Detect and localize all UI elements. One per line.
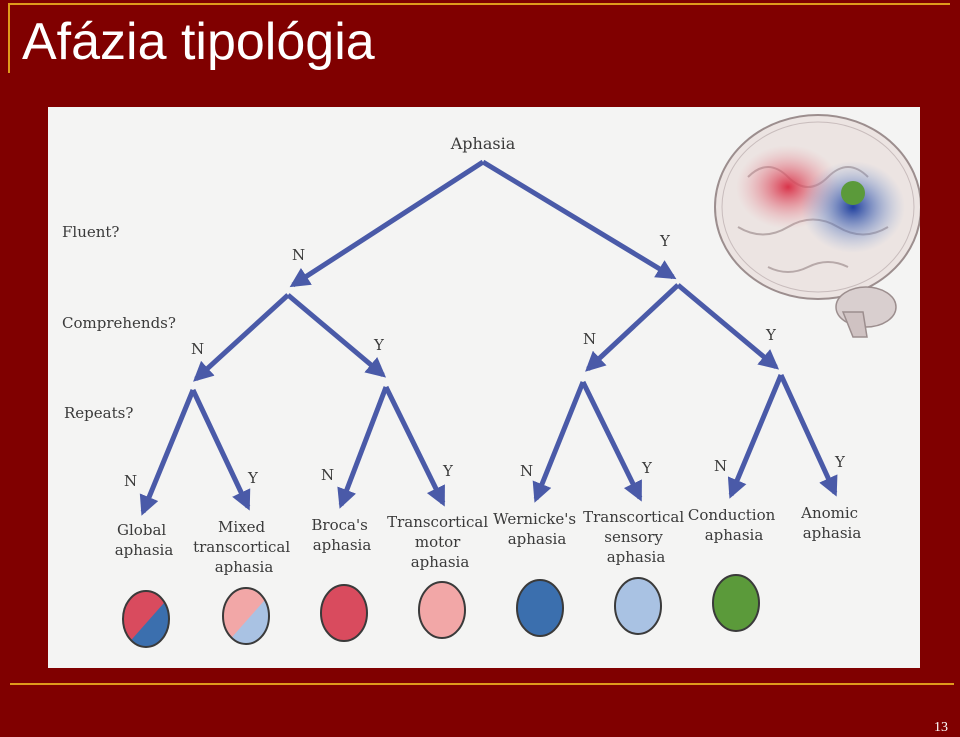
- circle-brocas: [320, 584, 368, 642]
- leaf-transcortical-motor: Transcortical motor aphasia: [387, 513, 493, 571]
- branch-label-y: Y: [373, 336, 385, 354]
- circle-conduction: [712, 574, 760, 632]
- branch-labels: N Y N Y N Y N Y N Y N Y N Y: [124, 232, 846, 490]
- branch-label-y: Y: [247, 469, 259, 487]
- circle-global: [122, 590, 170, 648]
- branch-label-n: N: [191, 340, 204, 358]
- branch-label-y: Y: [834, 453, 846, 471]
- page-number: 13: [934, 720, 948, 735]
- branch-label-y: Y: [442, 462, 454, 480]
- lesion-circles: [122, 574, 760, 648]
- branch-label-y: Y: [765, 326, 777, 344]
- branch-label-y: Y: [641, 459, 653, 477]
- circle-transcortical-sensory: [614, 577, 662, 635]
- leaf-brocas: Broca's aphasia: [311, 516, 372, 554]
- leaf-anomic: Anomic aphasia: [800, 504, 863, 542]
- question-comprehends: Comprehends?: [62, 314, 176, 332]
- branch-label-n: N: [714, 457, 727, 475]
- brain-illustration: [714, 114, 920, 338]
- title-left-rule: [8, 3, 10, 73]
- slide-title: Afázia tipológia: [22, 13, 375, 71]
- circle-wernickes: [516, 579, 564, 637]
- leaf-mixed-transcortical: Mixed transcortical aphasia: [193, 518, 295, 576]
- branch-label-n: N: [520, 462, 533, 480]
- branch-label-n: N: [583, 330, 596, 348]
- leaf-conduction: Conduction aphasia: [688, 506, 780, 544]
- circle-transcortical-motor: [418, 581, 466, 639]
- branch-label-n: N: [292, 246, 305, 264]
- circle-mixed-transcortical: [222, 587, 270, 645]
- branch-label-n: N: [124, 472, 137, 490]
- title-top-rule: [10, 3, 950, 5]
- leaf-wernickes: Wernicke's aphasia: [493, 510, 581, 548]
- footer-rule: [10, 683, 954, 685]
- leaf-labels: Global aphasia Mixed transcortical aphas…: [115, 504, 863, 576]
- tree-arrows: [139, 159, 838, 516]
- aphasia-diagram-panel: Aphasia Fluent? Comprehends? Repeats? N …: [48, 107, 920, 668]
- aphasia-tree-diagram: Aphasia Fluent? Comprehends? Repeats? N …: [62, 114, 920, 648]
- question-fluent: Fluent?: [62, 223, 119, 241]
- question-repeats: Repeats?: [64, 404, 133, 422]
- branch-label-y: Y: [659, 232, 671, 250]
- leaf-global: Global aphasia: [115, 521, 174, 559]
- root-label: Aphasia: [450, 134, 516, 153]
- leaf-transcortical-sensory: Transcortical sensory aphasia: [583, 508, 689, 566]
- branch-label-n: N: [321, 466, 334, 484]
